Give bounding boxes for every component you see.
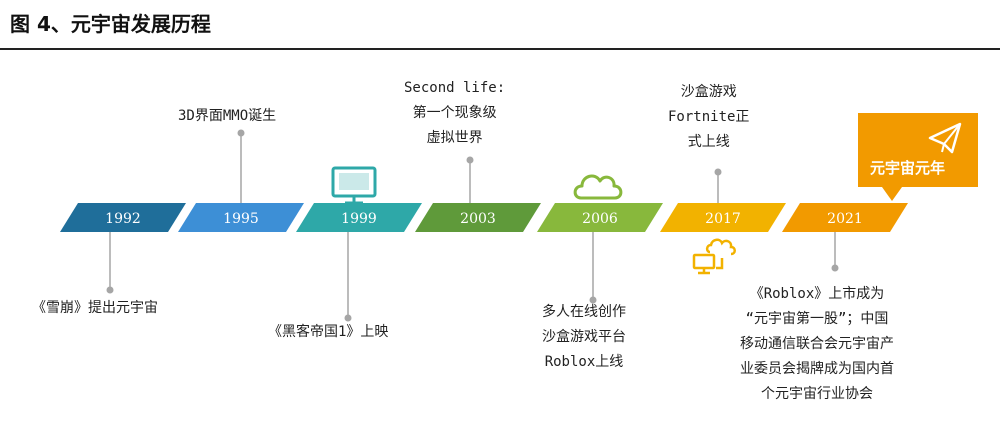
monitor-icon (331, 166, 377, 205)
year-label-2017: 2017 (705, 211, 741, 227)
event-2003-label: Second life: 第一个现象级 虚拟世界 (404, 76, 505, 151)
event-2003-line-1: Second life: (404, 80, 506, 96)
year-segment-1992 (60, 203, 186, 232)
event-1999-label: 《黑客帝国1》上映 (268, 320, 388, 345)
event-2021-line-4: 业委员会揭牌成为国内首 (740, 361, 894, 377)
event-2021-line-1: 《Roblox》上市成为 (749, 286, 885, 302)
year-label-2006: 2006 (582, 211, 618, 227)
event-1992-line-1: 《雪崩》提出元宇宙 (32, 300, 158, 316)
cloud-computer-icon (692, 238, 736, 275)
event-2021-label: 《Roblox》上市成为 “元宇宙第一股”；中国 移动通信联合会元宇宙产 业委员… (740, 282, 894, 407)
event-2006-line-3: Roblox上线 (544, 354, 624, 370)
year-segment-1995 (178, 203, 304, 232)
connector-dot-2021 (831, 264, 839, 272)
event-2017-line-2: Fortnite正 (668, 109, 750, 125)
figure-title: 图 4、元宇宙发展历程 (10, 12, 211, 36)
year-segment-2003 (415, 203, 541, 232)
paper-plane-icon (928, 122, 962, 154)
event-2006-line-2: 沙盒游戏平台 (542, 329, 626, 345)
event-2017-line-3: 式上线 (687, 134, 730, 150)
year-label-2003: 2003 (460, 211, 496, 227)
event-1999-line-1: 《黑客帝国1》上映 (268, 324, 389, 340)
year-label-2021: 2021 (827, 211, 863, 227)
connector-dot-1992 (106, 286, 114, 294)
year-segment-2021 (782, 203, 908, 232)
year-label-1992: 1992 (105, 211, 141, 227)
connector-dot-1995 (237, 129, 245, 137)
connector-dot-2017 (714, 168, 722, 176)
connector-dot-1999 (344, 314, 352, 322)
event-2021-line-2: “元宇宙第一股”；中国 (745, 311, 889, 327)
year-segment-1999 (296, 203, 422, 232)
event-1992-label: 《雪崩》提出元宇宙 (32, 296, 158, 321)
event-2003-line-2: 第一个现象级 (412, 105, 497, 121)
event-1995-line-1: 3D界面MMO诞生 (178, 108, 277, 124)
event-2021-line-5: 个元宇宙行业协会 (761, 386, 873, 402)
connector-dot-2003 (466, 156, 474, 164)
event-2017-line-1: 沙盒游戏 (680, 84, 737, 100)
year-label-1995: 1995 (223, 211, 259, 227)
event-2017-label: 沙盒游戏 Fortnite正 式上线 (668, 80, 749, 155)
banner-text: 元宇宙元年 (870, 159, 945, 177)
cloud-icon (573, 174, 623, 200)
title-divider (0, 48, 1000, 50)
event-2003-line-3: 虚拟世界 (426, 130, 483, 146)
year-label-1999: 1999 (341, 211, 377, 227)
yuanyuzhou-year-banner: 元宇宙元年 (858, 113, 978, 201)
event-2021-line-3: 移动通信联合会元宇宙产 (740, 336, 894, 352)
year-segment-2006 (537, 203, 663, 232)
event-2006-line-1: 多人在线创作 (542, 304, 626, 320)
event-1995-label: 3D界面MMO诞生 (178, 104, 276, 129)
connector-dot-2006 (589, 296, 597, 304)
year-segment-2017 (660, 203, 786, 232)
event-2006-label: 多人在线创作 沙盒游戏平台 Roblox上线 (542, 300, 626, 375)
